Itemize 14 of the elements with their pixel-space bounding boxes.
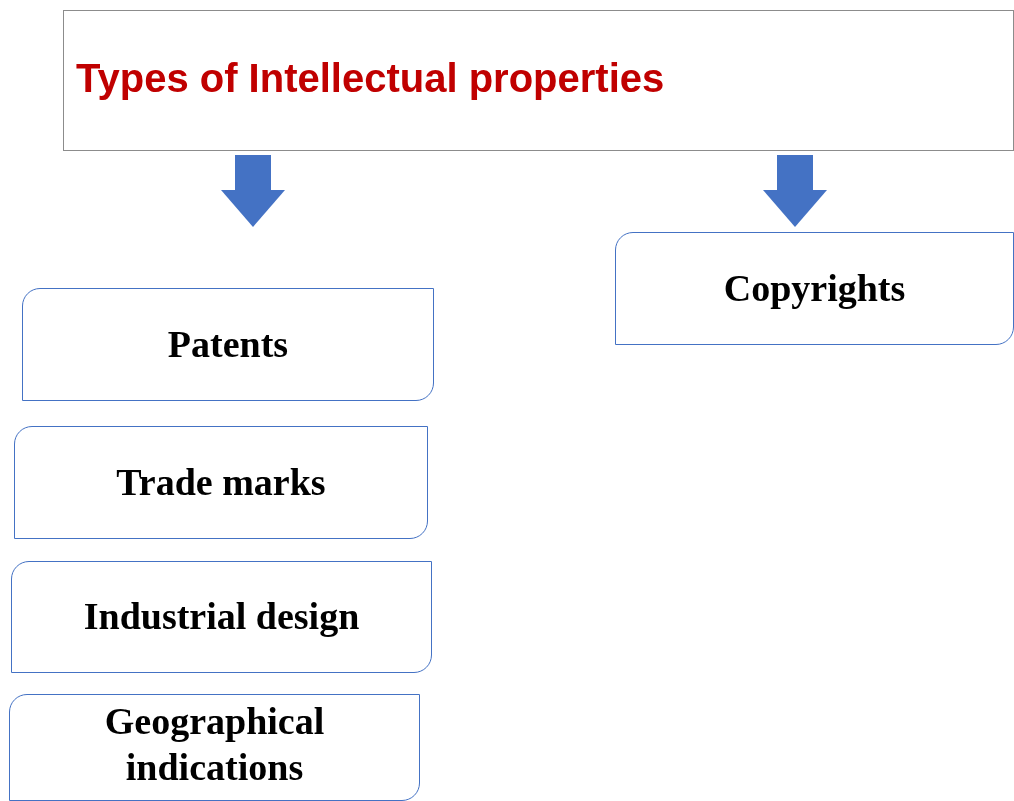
block-arrow [221,155,285,227]
category-label: Trade marks [116,459,326,505]
category-box [11,561,432,673]
category-box [9,694,420,801]
category-box [22,288,434,401]
category-label: Geographical indications [103,699,326,790]
category-label: Copyrights [723,265,906,311]
category-label: Patents [167,321,289,367]
category-label: Industrial design [83,594,360,640]
title-text: Types of Intellectual properties [76,54,665,102]
title-box [63,10,1014,151]
block-arrow [763,155,827,227]
category-box [14,426,428,539]
category-box [615,232,1014,345]
